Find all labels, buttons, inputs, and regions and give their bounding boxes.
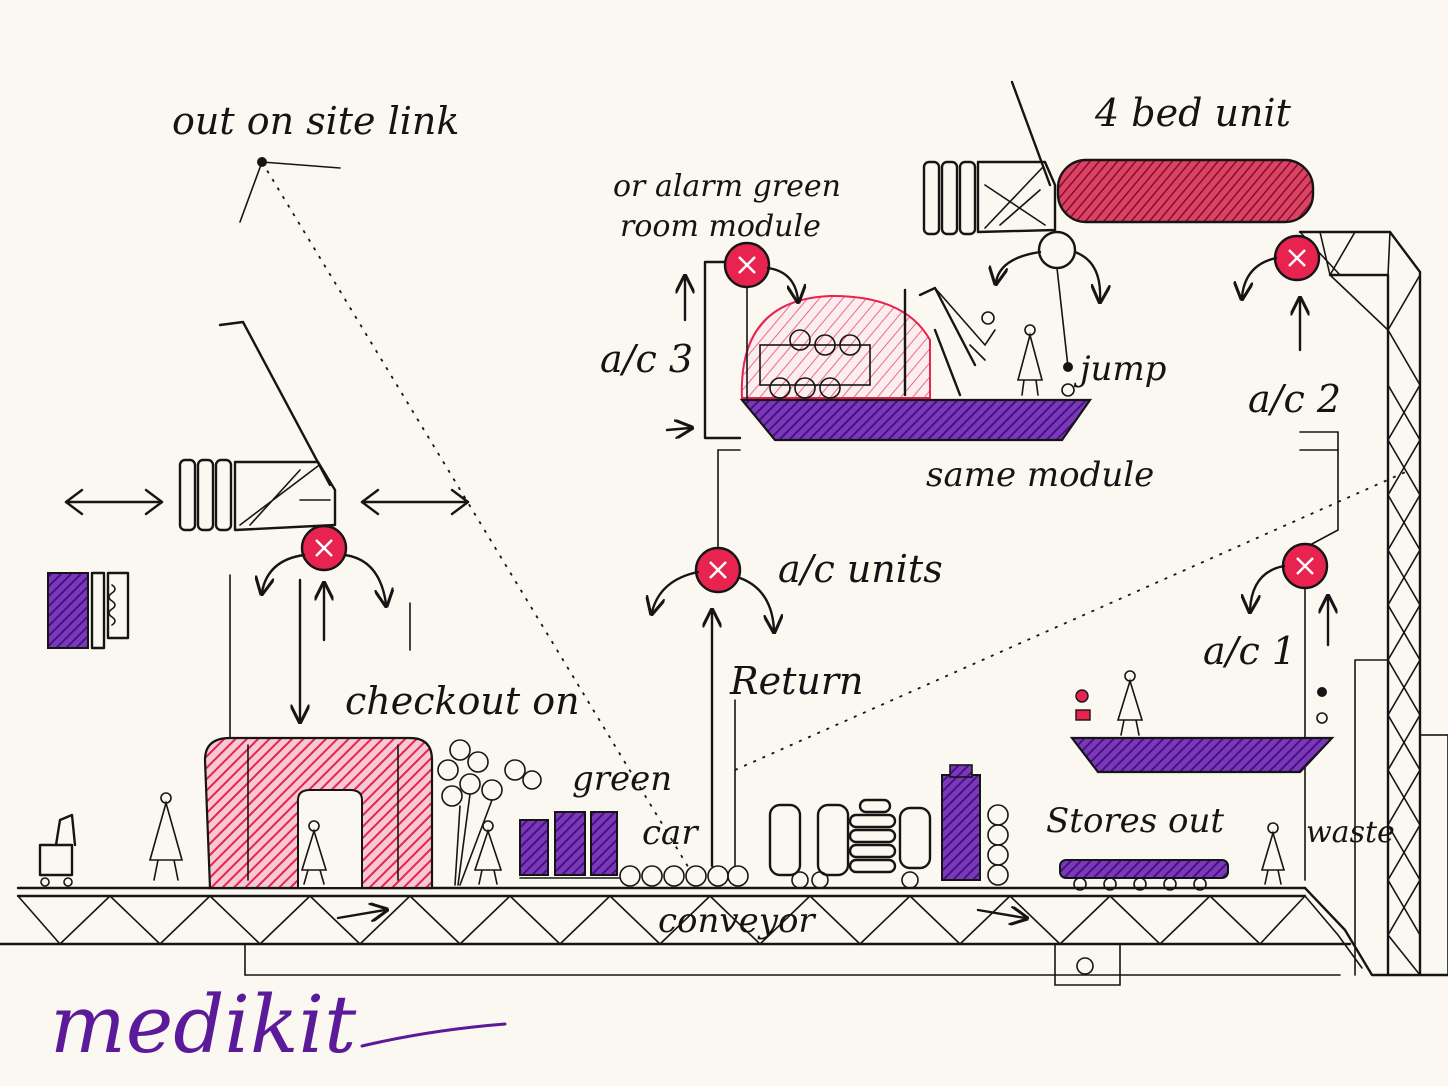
person-figure <box>300 820 328 885</box>
stores-stack <box>768 764 1009 889</box>
person-figure <box>1016 324 1044 396</box>
checkout-module <box>203 736 434 890</box>
lift-tower <box>1298 230 1448 977</box>
person-figure <box>473 820 503 885</box>
purple-cartridge <box>47 571 130 650</box>
waste-label: waste <box>1306 815 1395 850</box>
car-label: car <box>642 813 699 853</box>
person-figure <box>1260 822 1286 885</box>
green-car-cabinets <box>519 811 749 887</box>
ac-units-label: a/c units <box>778 547 943 591</box>
jump-label: jump <box>1073 349 1166 389</box>
four-bed-unit-label: 4 bed unit <box>1094 91 1292 135</box>
checkout-label: checkout on <box>345 679 580 723</box>
same-module-label: same module <box>926 455 1154 495</box>
alarm-module-label-line1: or alarm green <box>613 169 841 204</box>
brand-wordmark: medikit <box>50 978 357 1071</box>
brand-signature: medikit <box>50 978 507 1071</box>
alarm-module-label-line2: room module <box>620 209 821 244</box>
conveyor-truss <box>0 886 1448 986</box>
person-figure <box>1116 670 1144 736</box>
four-bed-unit <box>922 80 1339 451</box>
labels: out on site link 4 bed unit or alarm gre… <box>172 91 1395 941</box>
person-figure <box>148 792 184 881</box>
balloon-tree <box>437 739 542 886</box>
site-link-pointer <box>239 157 1411 871</box>
return-label: Return <box>729 659 863 703</box>
stores-out-rail <box>1059 859 1229 891</box>
ac3-label: a/c 3 <box>600 337 693 381</box>
people <box>148 324 1286 885</box>
site-link-label: out on site link <box>172 99 459 143</box>
stores-out-label: Stores out <box>1046 801 1224 841</box>
upper-module <box>665 241 1093 442</box>
center-ac-unit <box>652 449 774 868</box>
service-cart <box>38 813 77 887</box>
ac1-label: a/c 1 <box>1203 629 1296 673</box>
right-ac-unit <box>1069 449 1339 881</box>
left-crane <box>64 320 470 741</box>
ac2-label: a/c 2 <box>1248 377 1341 421</box>
green-label: green <box>572 759 672 799</box>
conveyor-label: conveyor <box>658 901 816 941</box>
